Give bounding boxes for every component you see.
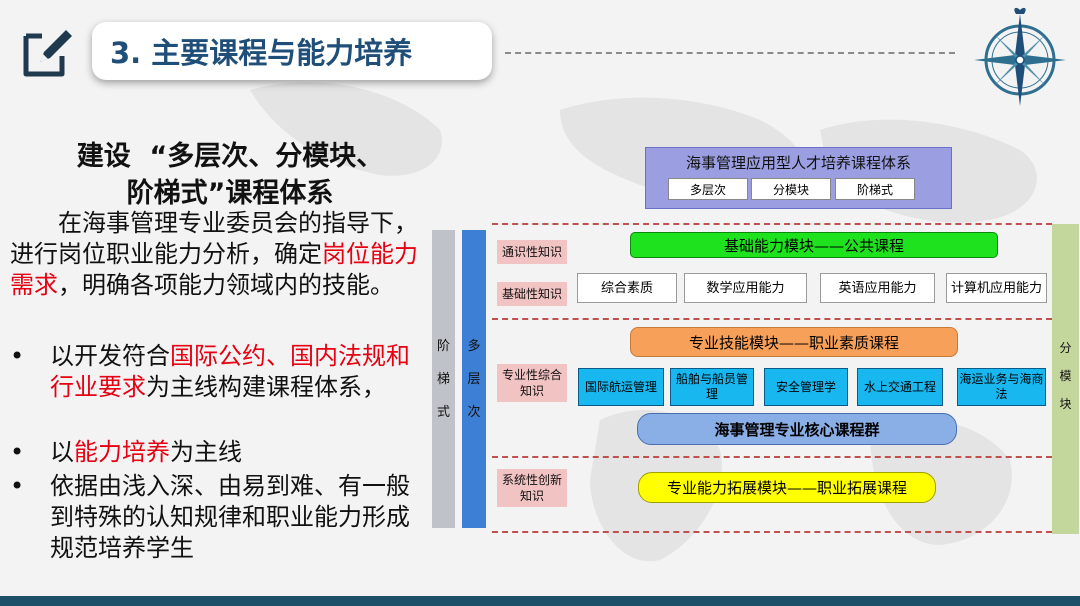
- basic-ability-module: 基础能力模块——公共课程: [630, 232, 998, 258]
- bullet-text: 为主线构建课程体系，: [146, 373, 386, 401]
- basic-item-english: 英语应用能力: [820, 273, 935, 303]
- extension-module: 专业能力拓展模块——职业拓展课程: [638, 472, 936, 503]
- page-title: 3. 主要课程与能力培养: [110, 36, 413, 70]
- multilevel-char: 多: [467, 339, 481, 354]
- skill-item-ship-crew: 船舶与船员管理: [670, 368, 754, 406]
- para-text-1: 在海事管理专业委员会的指导下，进行岗位职业能力分析，确定: [10, 209, 418, 268]
- modular-char: 块: [1059, 397, 1072, 411]
- curriculum-system-title: 海事管理应用型人才培养课程体系: [685, 154, 911, 172]
- system-sub-multilevel: 多层次: [668, 178, 748, 200]
- bullet-text: 为主线: [170, 438, 242, 466]
- section-heading: 建设 “多层次、分模块、 阶梯式”课程体系: [40, 138, 420, 212]
- title-banner: 3. 主要课程与能力培养: [92, 22, 492, 80]
- multilevel-char: 层: [467, 372, 481, 387]
- knowledge-label-basic: 基础性知识: [497, 282, 567, 306]
- layer-divider: [492, 223, 1052, 225]
- intro-paragraph: 在海事管理专业委员会的指导下，进行岗位职业能力分析，确定岗位能力需求，明确各项能…: [10, 208, 425, 301]
- modular-bar: 分 模 块: [1052, 224, 1079, 534]
- basic-item-computer: 计算机应用能力: [946, 273, 1047, 303]
- skill-item-maritime-law: 海运业务与海商法: [957, 368, 1046, 406]
- bullet-highlight: 国际公约、国内法规和行业要求: [50, 342, 410, 401]
- bullet-item-2: • 以能力培养为主线: [10, 437, 425, 468]
- bullet-dot: •: [10, 472, 25, 500]
- modular-char: 分: [1059, 341, 1072, 355]
- ladder-char: 阶: [436, 339, 450, 354]
- knowledge-label-general: 通识性知识: [497, 240, 567, 264]
- skill-item-traffic: 水上交通工程: [857, 368, 943, 406]
- basic-item-quality: 综合素质: [577, 273, 677, 303]
- compass-rose-icon: [974, 7, 1066, 106]
- multilevel-bar: 多 层 次: [462, 230, 486, 528]
- skill-item-safety: 安全管理学: [764, 368, 848, 406]
- basic-item-math: 数学应用能力: [684, 273, 807, 303]
- ladder-char: 梯: [436, 372, 450, 387]
- header-divider: [505, 52, 955, 54]
- ladder-bar: 阶 梯 式: [432, 230, 455, 528]
- bullet-item-1: • 以开发符合国际公约、国内法规和行业要求为主线构建课程体系，: [10, 341, 425, 403]
- edit-note-icon: [23, 30, 72, 77]
- system-sub-modular: 分模块: [751, 178, 831, 200]
- knowledge-label-innovation: 系统性创新知识: [497, 469, 567, 507]
- heading-line-2: 阶梯式”课程体系: [126, 178, 334, 209]
- bullet-text: 以: [50, 438, 74, 466]
- ladder-char: 式: [436, 405, 450, 420]
- layer-divider: [492, 456, 1052, 458]
- skill-item-shipping: 国际航运管理: [578, 368, 664, 406]
- knowledge-label-professional: 专业性综合知识: [497, 364, 567, 402]
- bullet-dot: •: [10, 438, 25, 466]
- footer-bar: [0, 596, 1080, 606]
- para-highlight: 岗位能力需求: [10, 240, 418, 299]
- core-course-module: 海事管理专业核心课程群: [637, 413, 957, 445]
- bullet-highlight: 能力培养: [74, 438, 170, 466]
- system-sub-ladder: 阶梯式: [835, 178, 915, 200]
- modular-char: 模: [1059, 369, 1072, 383]
- para-text-2: ，明确各项能力领域内的技能。: [58, 271, 394, 299]
- bullet-text: 以开发符合: [50, 342, 170, 370]
- bullet-item-3: • 依据由浅入深、由易到难、有一般到特殊的认知规律和职业能力形成规范培养学生: [10, 471, 425, 564]
- layer-divider: [492, 318, 1052, 320]
- professional-skill-module: 专业技能模块——职业素质课程: [630, 327, 958, 357]
- bullet-text: 依据由浅入深、由易到难、有一般到特殊的认知规律和职业能力形成规范培养学生: [50, 472, 410, 562]
- bullet-dot: •: [10, 342, 25, 370]
- multilevel-char: 次: [467, 405, 481, 420]
- heading-line-1: 建设 “多层次、分模块、: [76, 141, 384, 172]
- layer-divider: [492, 531, 1052, 533]
